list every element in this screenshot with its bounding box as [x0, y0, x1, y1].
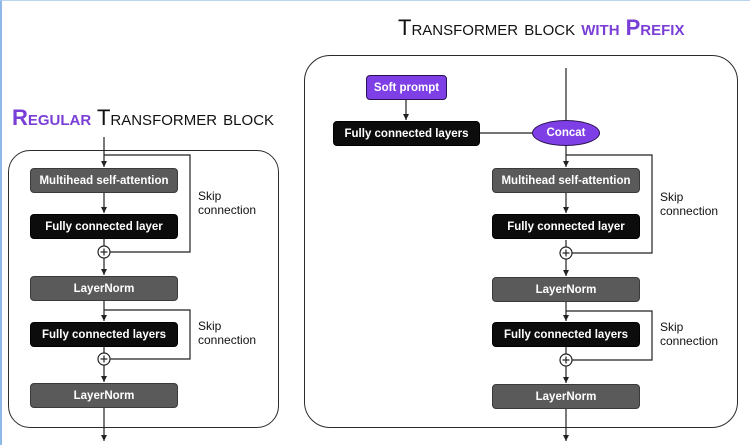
regular-skip-connection-1	[104, 154, 191, 253]
regular-layernorm-box-2: LayerNorm	[30, 383, 178, 408]
soft-prompt-box: Soft prompt	[366, 75, 447, 100]
prefix-add-node-1	[559, 246, 573, 260]
prefix-skip-connection-2	[566, 310, 653, 361]
regular-add-node-1	[97, 245, 111, 259]
regular-skip-label-2: Skip connection	[198, 319, 257, 347]
prefix-layernorm-box-2: LayerNorm	[492, 384, 640, 409]
prefix-fully-connected-layers-box: Fully connected layers	[492, 322, 640, 347]
regular-block-title: Regular Transformer block	[12, 105, 274, 131]
prompt-fully-connected-layers-box: Fully connected layers	[333, 121, 480, 146]
concat-node: Concat	[532, 120, 600, 146]
regular-multihead-attention-box: Multihead self-attention	[30, 168, 178, 193]
regular-add-node-2	[97, 352, 111, 366]
regular-skip-label-1: Skip connection	[198, 189, 257, 217]
regular-fully-connected-layer-box: Fully connected layer	[30, 214, 178, 239]
prefix-fully-connected-layer-box: Fully connected layer	[492, 214, 640, 239]
regular-fully-connected-layers-box: Fully connected layers	[30, 322, 178, 347]
prefix-skip-label-1: Skip connection	[660, 190, 719, 218]
regular-layernorm-box-1: LayerNorm	[30, 276, 178, 301]
prefix-add-node-2	[559, 353, 573, 367]
prefix-title-text: Transformer block	[398, 15, 576, 40]
prefix-title-highlight: with Prefix	[581, 15, 685, 40]
prefix-skip-label-2: Skip connection	[660, 320, 719, 348]
regular-block-panel	[8, 150, 279, 428]
regular-skip-connection-2	[104, 309, 191, 360]
regular-title-highlight: Regular	[12, 105, 92, 130]
regular-title-text: Transformer block	[96, 105, 275, 130]
prefix-multihead-attention-box: Multihead self-attention	[492, 168, 640, 193]
prefix-skip-connection-1	[566, 154, 653, 254]
prefix-layernorm-box-1: LayerNorm	[492, 277, 640, 302]
prefix-block-panel	[304, 55, 738, 428]
prefix-block-title: Transformer block with Prefix	[398, 15, 684, 41]
